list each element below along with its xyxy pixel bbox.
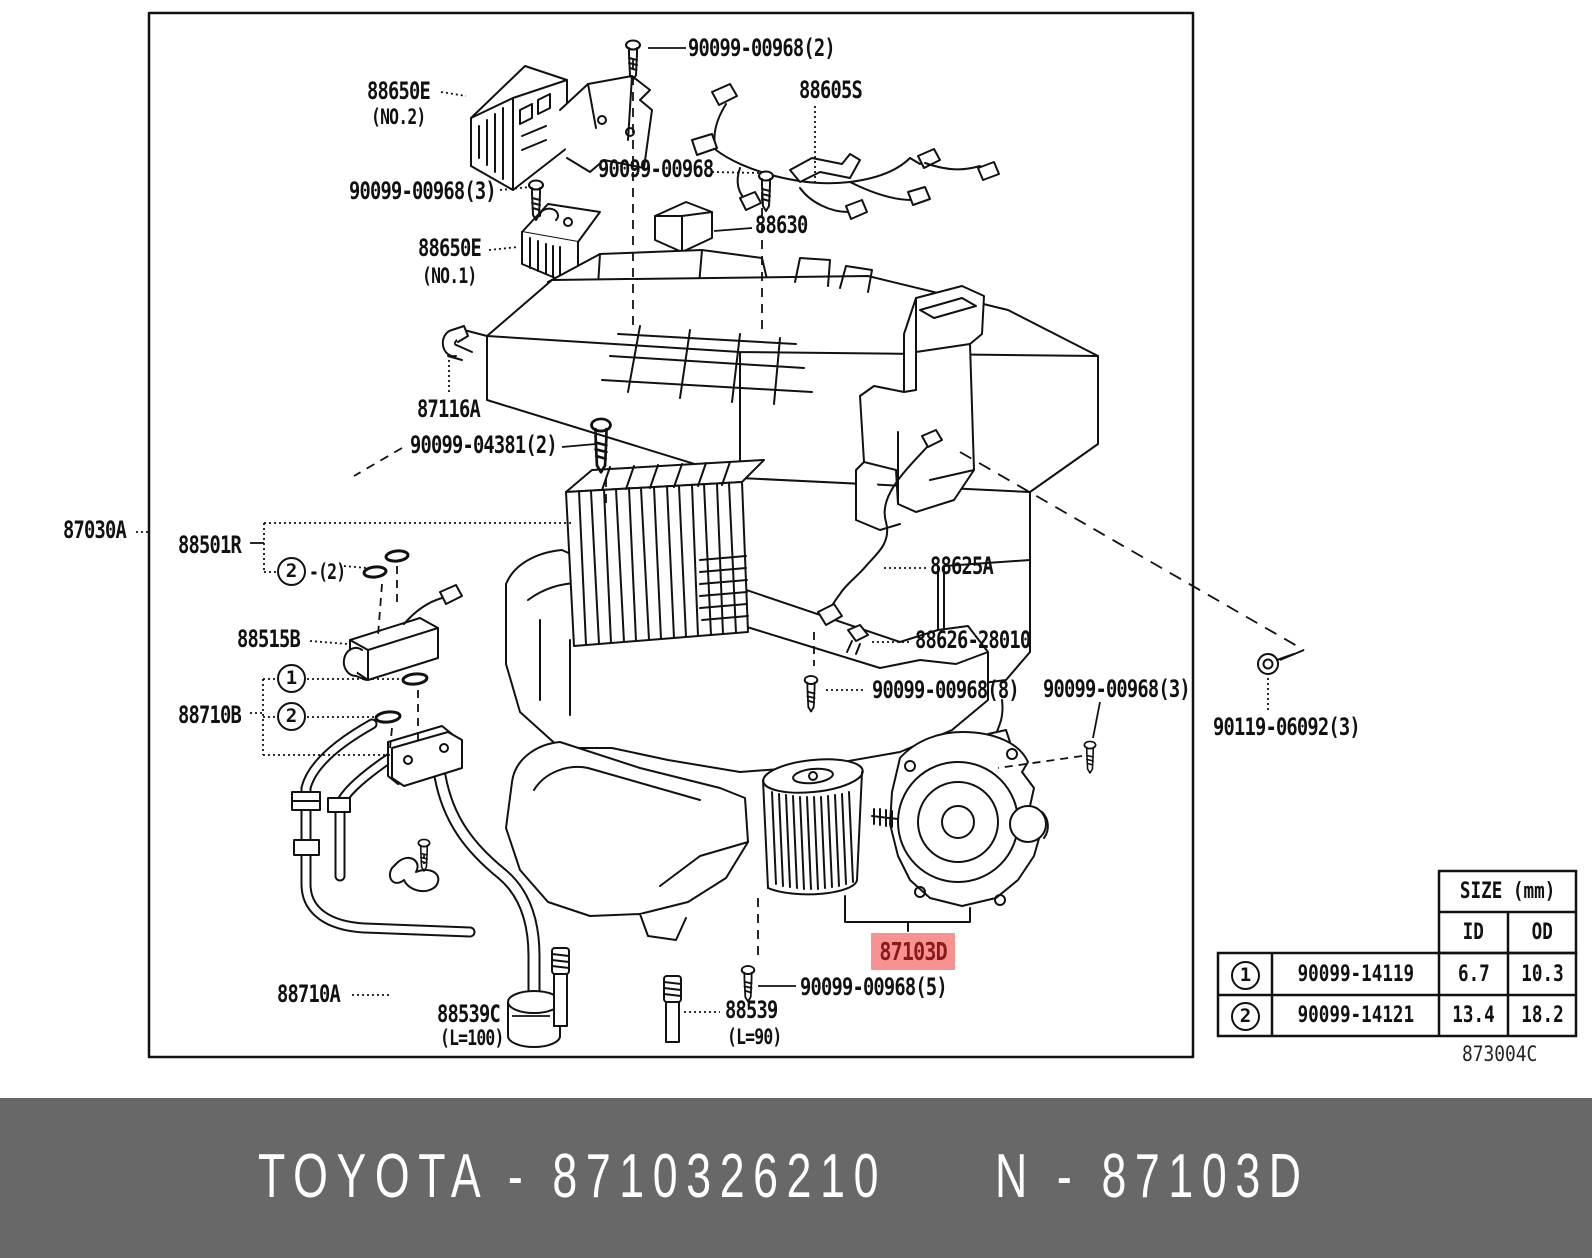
part-label-90099-00968-2[interactable]: 90099-00968(2)	[688, 34, 836, 62]
part-label-88650e-no2-sub: (NO.2)	[371, 105, 426, 129]
size-table-od-2: 18.2	[1520, 1003, 1564, 1028]
callout-ref-2-88501r: 2	[277, 557, 306, 586]
pipe-flange-drawing	[391, 731, 463, 787]
part-label-88650e-no1-sub: (NO.1)	[422, 264, 477, 288]
size-table-part-2: 90099-14121	[1297, 1003, 1414, 1028]
part-label-88630[interactable]: 88630	[755, 211, 808, 239]
size-table-id-1: 6.7	[1457, 961, 1490, 987]
stud-88539c-drawing	[551, 947, 570, 1027]
valve-88515b-drawing	[342, 584, 463, 681]
bolt-90119-drawing	[1257, 653, 1295, 675]
part-label-87030a[interactable]: 87030A	[63, 516, 127, 544]
size-table-col-id: ID	[1462, 920, 1485, 945]
air-duct-drawing	[855, 285, 985, 531]
callout-ref-2-88710b: 2	[277, 702, 306, 731]
evaporator-core-drawing	[565, 459, 765, 647]
callout-ref-1-88710b: 1	[277, 664, 306, 693]
lower-case-drawing	[505, 741, 749, 941]
blower-motor-drawing	[871, 731, 1049, 907]
size-table-col-od: OD	[1531, 920, 1553, 945]
part-label-87103d-highlighted[interactable]: 87103D	[871, 933, 955, 970]
size-table-id-2: 13.4	[1452, 1003, 1495, 1028]
blower-fan-drawing	[762, 758, 864, 896]
diagram-border	[147, 11, 1195, 1059]
bracket-drawing	[789, 153, 861, 183]
part-label-90099-04381-2[interactable]: 90099-04381(2)	[410, 431, 558, 459]
part-label-90099-00968-8[interactable]: 90099-00968(8)	[872, 676, 1020, 704]
part-label-88710b[interactable]: 88710B	[178, 701, 242, 729]
size-table-ref-1: 1	[1231, 961, 1260, 990]
size-table-part-1: 90099-14119	[1297, 961, 1414, 987]
diagram-code: 873004C	[1462, 1042, 1538, 1066]
part-label-87103d-text: 87103D	[879, 937, 947, 966]
resistor-88650e-no1-drawing	[521, 203, 601, 281]
part-label-90119-06092-3[interactable]: 90119-06092(3)	[1213, 713, 1361, 741]
footer-part-number: TOYOTA - 8710326210	[258, 1142, 888, 1211]
part-label-88501r[interactable]: 88501R	[178, 531, 242, 559]
part-label-88515b[interactable]: 88515B	[237, 625, 301, 653]
part-label-90099-00968-5[interactable]: 90099-00968(5)	[800, 973, 948, 1001]
size-table-ref-2: 2	[1231, 1002, 1260, 1031]
part-label-87116a[interactable]: 87116A	[417, 395, 481, 423]
footer-part-code: N - 87103D	[995, 1142, 1310, 1211]
stud-88539-drawing	[663, 975, 682, 1043]
callout-bracket-87103d	[844, 895, 971, 932]
part-label-88625a[interactable]: 88625A	[930, 552, 994, 580]
part-label-90099-00968-3[interactable]: 90099-00968(3)	[349, 177, 497, 205]
part-label-90099-00968[interactable]: 90099-00968	[598, 155, 714, 183]
part-label-88539c[interactable]: 88539C	[437, 1000, 501, 1028]
footer-bar: TOYOTA - 8710326210 N - 87103D	[0, 1098, 1592, 1258]
part-label-88539-sub: (L=90)	[727, 1025, 782, 1049]
o-ring-icons	[362, 549, 429, 724]
wire-harness-88605s-drawing	[691, 83, 1000, 220]
size-table-od-1: 10.3	[1520, 961, 1564, 987]
part-label-90099-00968-3b[interactable]: 90099-00968(3)	[1043, 675, 1191, 703]
part-label-88539c-sub: (L=100)	[440, 1026, 504, 1050]
part-label-88650e-no1[interactable]: 88650E	[418, 234, 482, 262]
relay-88650e-no2-drawing	[470, 65, 653, 191]
sensor-88626-drawing	[846, 624, 869, 655]
clip-87116a-drawing	[441, 325, 469, 361]
pipes-88710a-drawing	[291, 718, 561, 1048]
part-label-88605s[interactable]: 88605S	[799, 76, 863, 104]
size-table-header: SIZE (mm)	[1459, 879, 1556, 904]
part-label-88539[interactable]: 88539	[725, 996, 778, 1024]
quantity-note-2: -(2)	[309, 560, 346, 584]
part-label-88626-28010[interactable]: 88626-28010	[915, 626, 1031, 654]
part-label-88710a[interactable]: 88710A	[277, 980, 341, 1008]
part-label-88650e-no2[interactable]: 88650E	[367, 77, 431, 105]
wire-88625a-drawing	[817, 429, 943, 626]
